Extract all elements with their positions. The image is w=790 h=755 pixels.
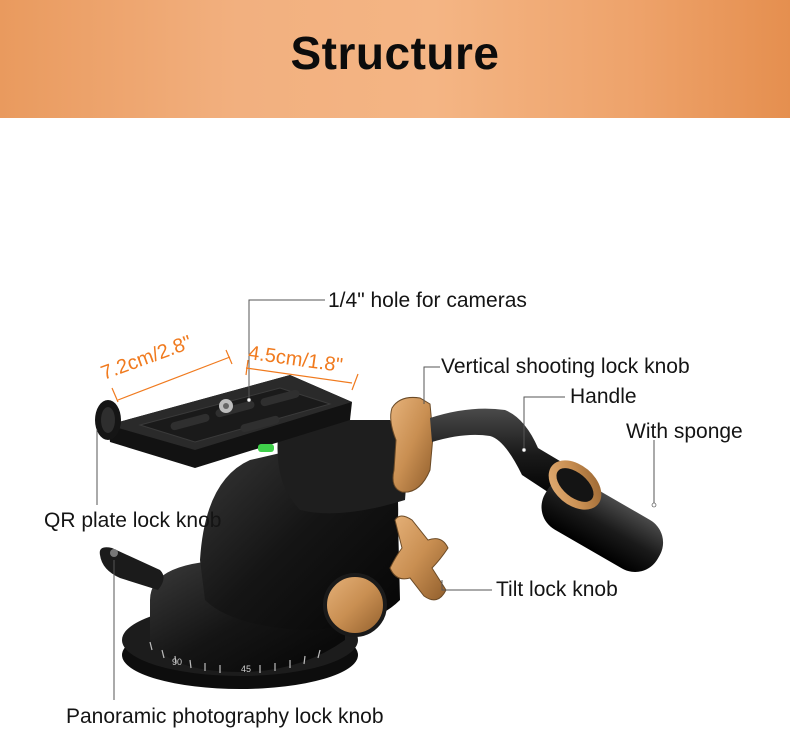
tilt-bronze-cap	[325, 575, 385, 635]
vertical-lock-knob-shape	[390, 397, 434, 493]
header-banner: Structure	[0, 0, 790, 118]
page-title: Structure	[290, 27, 500, 79]
panoramic-lock-label: Panoramic photography lock knob	[66, 705, 384, 728]
dimension-lines	[111, 349, 359, 403]
qr-plate	[108, 375, 352, 468]
panoramic-lock-lever	[99, 547, 164, 590]
vertical-lock-label: Vertical shooting lock knob	[441, 355, 690, 378]
dial-mark-45: 45	[241, 664, 252, 674]
bubble-level	[258, 444, 274, 452]
qr-lock-knob-shape	[95, 400, 121, 440]
camera-hole-label: 1/4" hole for cameras	[328, 289, 527, 312]
dial-mark-90: 90	[172, 657, 183, 667]
dial-ticks	[149, 641, 321, 673]
handle-label: Handle	[570, 385, 637, 408]
callout-lines	[96, 299, 655, 700]
tilt-lock-label: Tilt lock knob	[496, 578, 618, 601]
sponge-label: With sponge	[626, 420, 743, 443]
handle-shape	[430, 408, 664, 572]
qr-lock-label: QR plate lock knob	[44, 509, 222, 532]
